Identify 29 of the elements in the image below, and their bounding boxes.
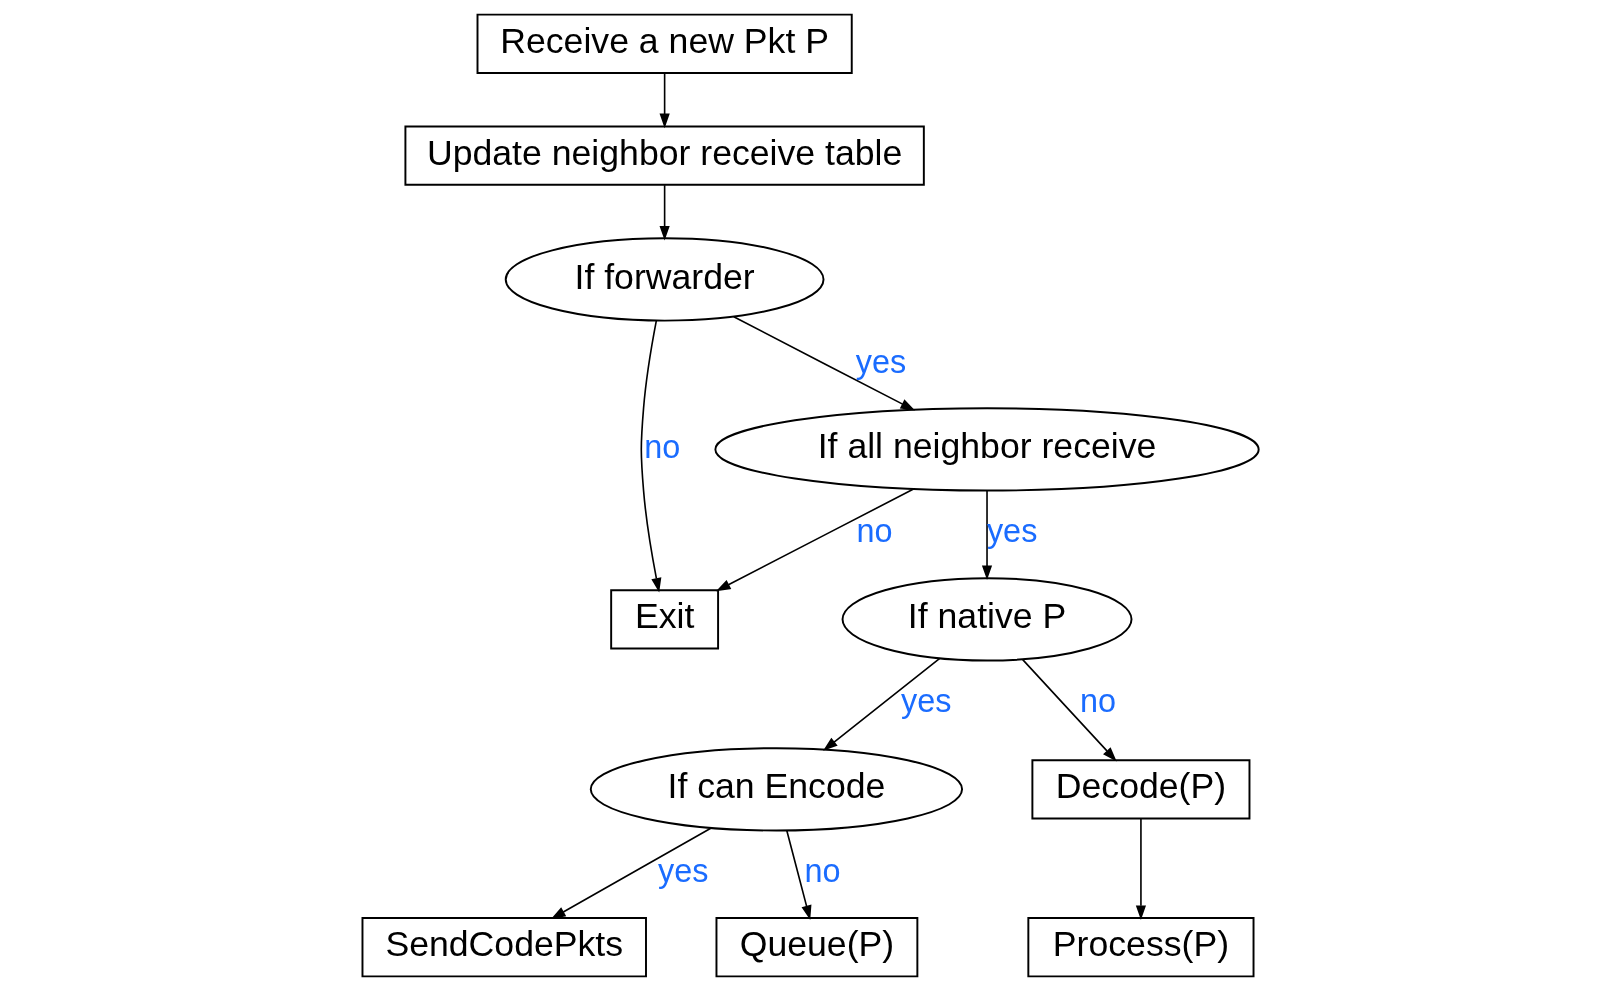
node-ellipse: If forwarder xyxy=(504,237,825,322)
arrow xyxy=(981,490,993,581)
arrow xyxy=(715,488,914,592)
edge-label: no xyxy=(856,513,893,550)
arrow xyxy=(1021,658,1117,762)
node-box: Update neighbor receive table xyxy=(404,125,925,186)
node-ellipse: If native P xyxy=(841,577,1133,662)
node-box: Queue(P) xyxy=(715,917,919,978)
arrow xyxy=(659,184,670,241)
node-box: Decode(P) xyxy=(1031,759,1251,820)
arrow xyxy=(1135,817,1147,921)
node-box: SendCodePkts xyxy=(361,917,647,978)
node-box: Process(P) xyxy=(1027,917,1255,978)
arrow xyxy=(786,830,812,920)
edge-label: no xyxy=(804,853,841,890)
arrow xyxy=(733,316,916,411)
edge-label: no xyxy=(1079,683,1117,720)
node-box: Exit xyxy=(610,589,720,650)
edge-label: yes xyxy=(855,343,907,380)
arrow xyxy=(659,72,670,129)
arrow xyxy=(551,827,713,920)
edge-label: no xyxy=(644,428,681,465)
node-ellipse: If all neighbor receive xyxy=(714,407,1260,492)
node-ellipse: If can Encode xyxy=(589,747,964,832)
edge-label: yes xyxy=(658,853,709,890)
node-box: Receive a new Pkt P xyxy=(476,13,853,74)
arrow xyxy=(640,320,662,593)
edge-label: yes xyxy=(901,683,952,720)
arrow xyxy=(823,657,941,751)
